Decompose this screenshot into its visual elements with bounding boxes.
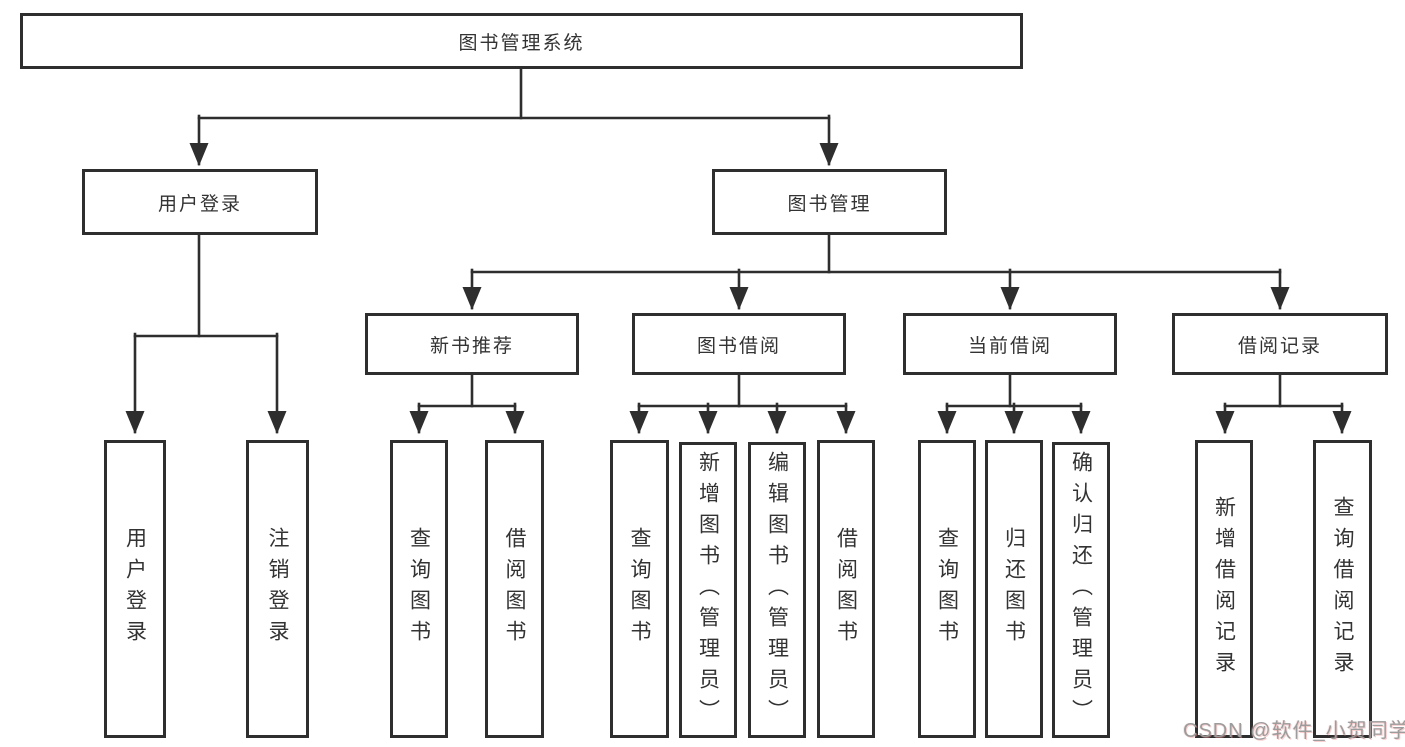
leaf-query-books-current: 查询图书 bbox=[918, 440, 976, 738]
leaf-logout: 注销登录 bbox=[246, 440, 309, 738]
node-label: 当前借阅 bbox=[967, 335, 1052, 357]
node-borrow-records: 借阅记录 bbox=[1172, 313, 1388, 375]
leaf-label: 借阅图书 bbox=[834, 527, 858, 651]
leaf-label: 查询图书 bbox=[628, 527, 652, 651]
leaf-label: 查询借阅记录 bbox=[1331, 496, 1355, 682]
leaf-query-books-borrow: 查询图书 bbox=[610, 440, 669, 738]
leaf-query-borrow-record: 查询借阅记录 bbox=[1313, 440, 1372, 738]
node-label: 图书管理 bbox=[787, 193, 872, 215]
leaf-query-books-recommend: 查询图书 bbox=[390, 440, 448, 738]
leaf-label: 新增借阅记录 bbox=[1212, 496, 1236, 682]
leaf-add-book-admin: 新增图书（管理员） bbox=[679, 442, 737, 738]
leaf-label: 新增图书（管理员） bbox=[696, 450, 720, 730]
csdn-watermark: CSDN @软件_小贺同学 bbox=[1183, 720, 1405, 742]
leaf-edit-book-admin: 编辑图书（管理员） bbox=[748, 442, 806, 738]
leaf-borrow-books-recommend: 借阅图书 bbox=[485, 440, 544, 738]
leaf-return-book: 归还图书 bbox=[985, 440, 1043, 738]
leaf-label: 查询图书 bbox=[407, 527, 431, 651]
leaf-label: 确认归还（管理员） bbox=[1069, 450, 1093, 730]
node-user-login: 用户登录 bbox=[82, 169, 318, 235]
node-label: 用户登录 bbox=[157, 193, 242, 215]
node-book-borrow: 图书借阅 bbox=[632, 313, 846, 375]
leaf-label: 归还图书 bbox=[1002, 527, 1026, 651]
leaf-label: 查询图书 bbox=[935, 527, 959, 651]
node-label: 新书推荐 bbox=[429, 335, 514, 357]
node-book-management: 图书管理 bbox=[712, 169, 947, 235]
leaf-user-login: 用户登录 bbox=[104, 440, 166, 738]
node-label: 图书管理系统 bbox=[458, 32, 585, 54]
node-root-system: 图书管理系统 bbox=[20, 13, 1023, 69]
leaf-label: 注销登录 bbox=[266, 527, 290, 651]
node-current-borrow: 当前借阅 bbox=[903, 313, 1117, 375]
leaf-add-borrow-record: 新增借阅记录 bbox=[1195, 440, 1253, 738]
leaf-borrow-books: 借阅图书 bbox=[817, 440, 875, 738]
leaf-confirm-return-admin: 确认归还（管理员） bbox=[1052, 442, 1110, 738]
node-label: 借阅记录 bbox=[1237, 335, 1322, 357]
leaf-label: 借阅图书 bbox=[503, 527, 527, 651]
node-new-book-recommend: 新书推荐 bbox=[365, 313, 579, 375]
leaf-label: 用户登录 bbox=[123, 527, 147, 651]
node-label: 图书借阅 bbox=[696, 335, 781, 357]
leaf-label: 编辑图书（管理员） bbox=[765, 450, 789, 730]
